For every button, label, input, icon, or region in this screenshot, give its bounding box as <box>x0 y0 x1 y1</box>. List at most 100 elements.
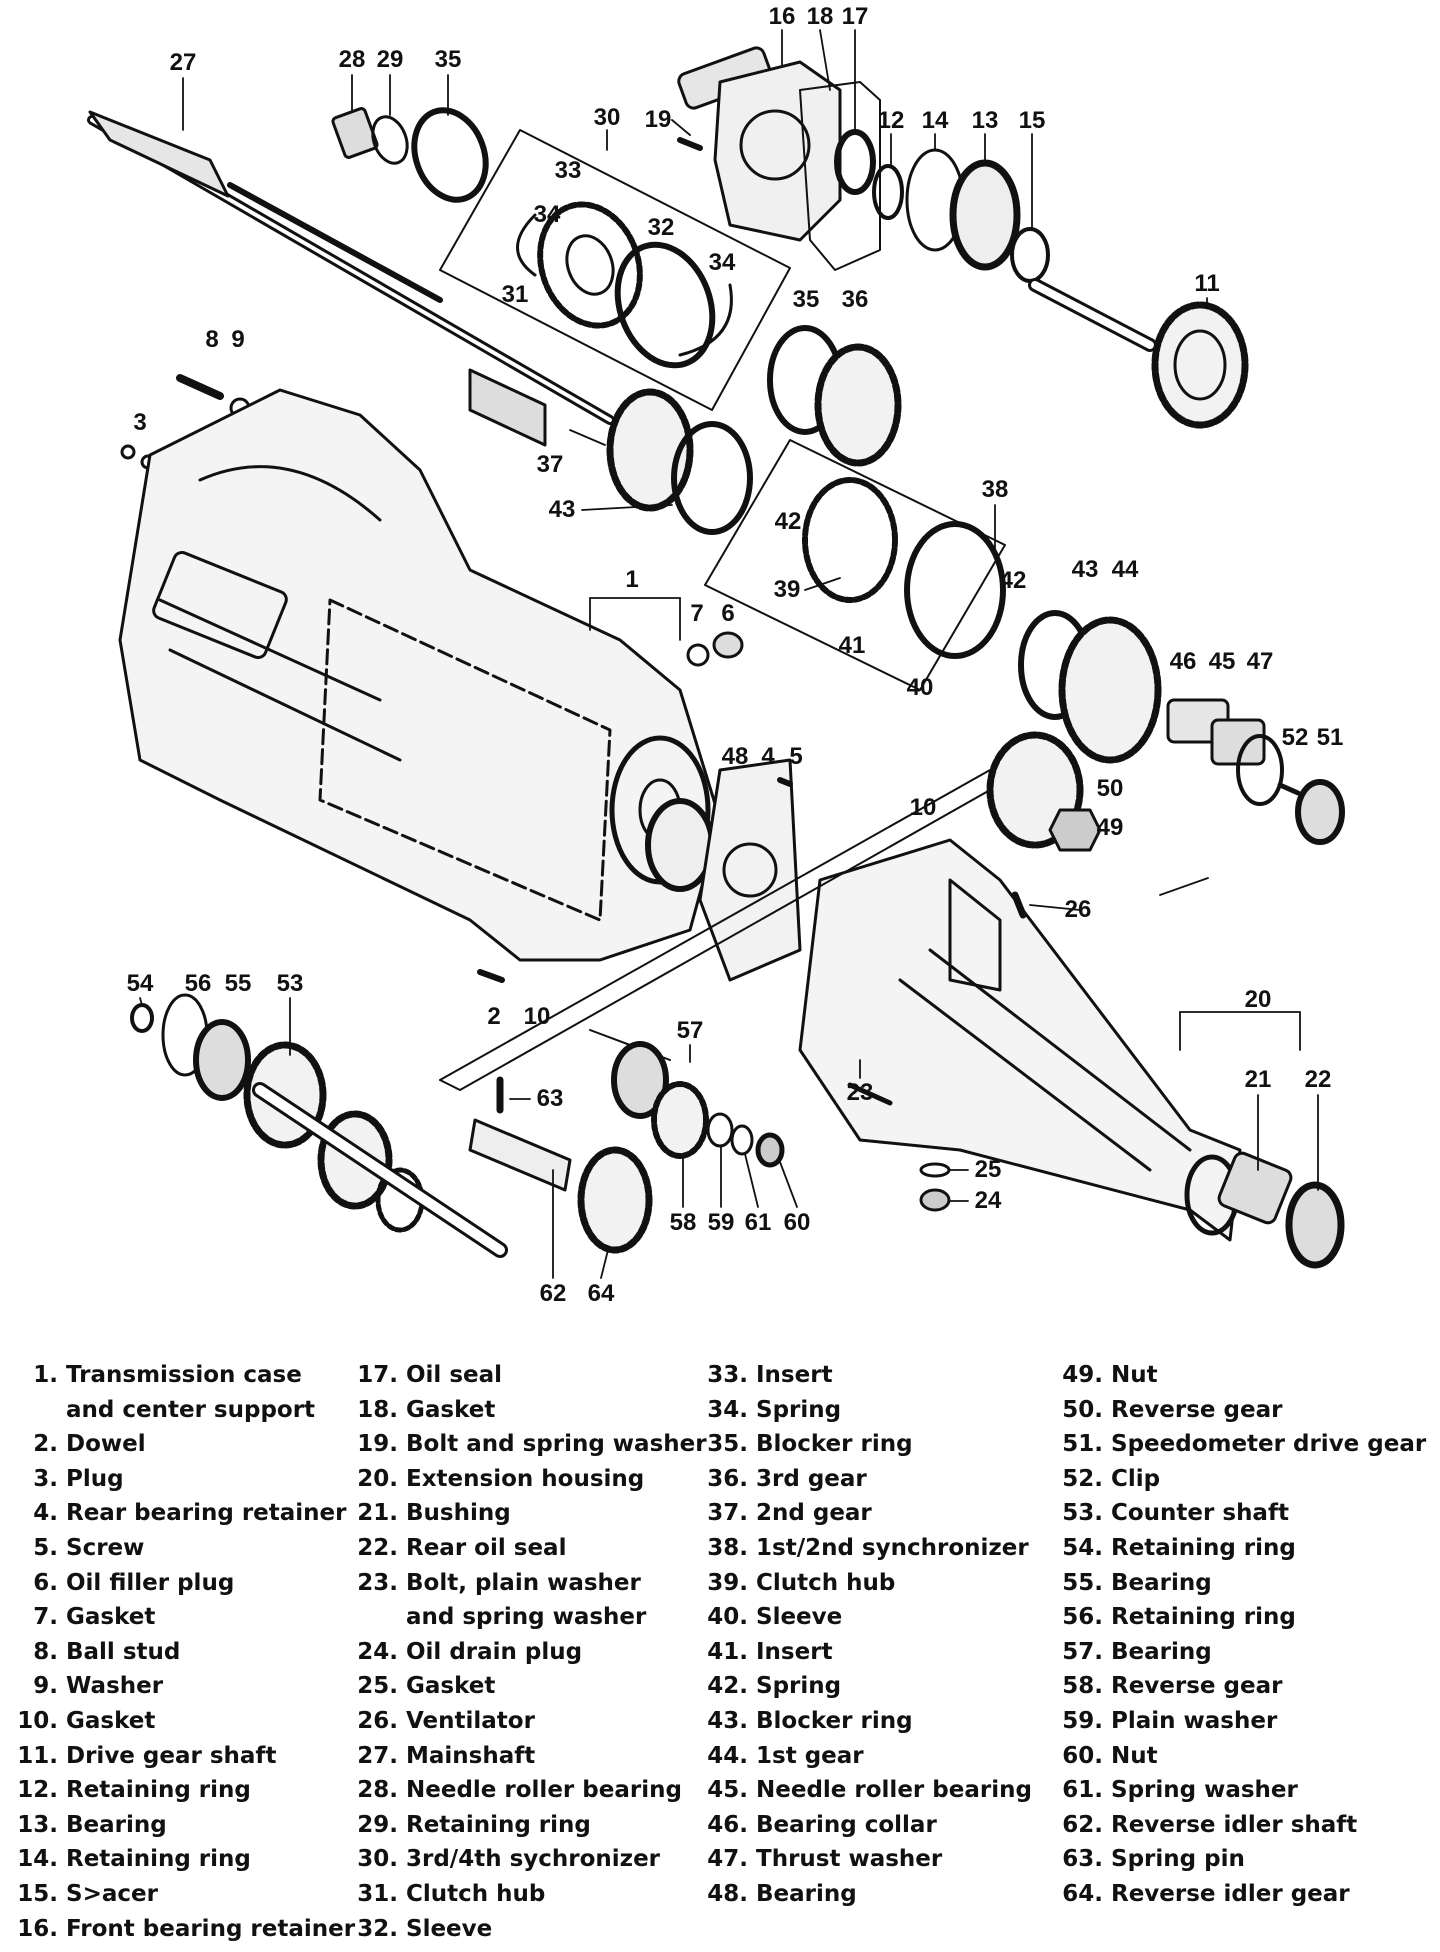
legend-item: 58.Reverse gear <box>1055 1673 1282 1699</box>
part-callout: 51 <box>1316 724 1344 751</box>
legend-item: 45.Needle roller bearing <box>700 1777 1032 1803</box>
legend-item: 20.Extension housing <box>350 1466 644 1492</box>
legend-item-number: 1. <box>33 1362 58 1388</box>
legend-item-label: Insert <box>756 1638 833 1665</box>
legend-item: 60.Nut <box>1055 1742 1158 1769</box>
legend-item: 3. Plug <box>10 1465 124 1492</box>
legend-item: 40.Sleeve <box>700 1604 842 1630</box>
legend-item-number: 33. <box>707 1362 748 1388</box>
legend-item-number: 64. <box>1062 1881 1103 1907</box>
legend-item-label: Nut <box>1111 1362 1158 1388</box>
part-callout: 54 <box>126 970 154 997</box>
legend-item-label: Gasket <box>406 1396 496 1423</box>
legend-item-number: 44. <box>707 1742 748 1769</box>
legend-item: 9.Washer <box>10 1673 163 1699</box>
part-callout: 50 <box>1096 775 1124 802</box>
legend-item-label: Rear oil seal <box>406 1535 567 1561</box>
legend-item-number: 42. <box>707 1673 748 1700</box>
legend-item: 31.Clutch hub <box>350 1881 545 1907</box>
front-bearing-retainer <box>677 46 842 242</box>
part-callout: 21 <box>1244 1066 1272 1093</box>
legend-item: 15.S>acer <box>10 1881 158 1907</box>
part-callout: 22 <box>1304 1066 1332 1093</box>
part-callout: 46 <box>1169 648 1197 675</box>
part-callout: 3 <box>133 409 147 436</box>
legend-item-number: 51. <box>1062 1431 1103 1458</box>
legend-item-label: Ventilator <box>406 1708 535 1734</box>
legend-item-label: Bearing collar <box>756 1811 937 1838</box>
legend-item: 16.Front bearing retainer <box>10 1916 355 1942</box>
legend-item-number: 46. <box>707 1811 748 1838</box>
legend-item-label: Bearing <box>1111 1638 1212 1665</box>
legend-item-label: 3rd gear <box>756 1465 867 1492</box>
legend-item: 8. Ball stud <box>10 1639 180 1665</box>
part-callout: 36 <box>841 286 869 313</box>
legend-item: 29. Retaining ring <box>350 1812 591 1838</box>
legend-item-number: 3. <box>33 1465 58 1492</box>
legend-item: 64.Reverse idler gear <box>1055 1881 1349 1907</box>
legend-item: 48.Bearing <box>700 1881 857 1907</box>
legend-item: 19.Bolt and spring washer <box>350 1431 707 1458</box>
legend-item-label: Bearing <box>756 1881 857 1907</box>
legend-item: 39.Clutch hub <box>700 1570 895 1596</box>
legend-item-label: Bushing <box>406 1500 511 1527</box>
legend-item-number: 49. <box>1062 1362 1103 1388</box>
legend-item-number: 43. <box>707 1708 748 1734</box>
part-callout: 39 <box>773 576 801 603</box>
part-callout: 25 <box>974 1156 1002 1183</box>
legend-item-label: Spring <box>756 1396 842 1423</box>
part-callout: 57 <box>676 1017 704 1044</box>
part-callout: 30 <box>593 104 621 131</box>
legend-item-number: 58. <box>1062 1673 1103 1700</box>
legend-item-number: 53. <box>1062 1500 1103 1527</box>
legend-item-number: 2. <box>33 1431 58 1458</box>
legend-item-number: 24. <box>357 1638 398 1665</box>
legend-item-label: Plug <box>66 1465 124 1492</box>
legend-item-number: 39. <box>707 1569 748 1596</box>
legend-item-label: Retaining ring <box>1111 1535 1296 1561</box>
legend-item: 37.2nd gear <box>700 1500 872 1526</box>
legend-item-number: 38. <box>707 1535 748 1561</box>
legend-item-number: 5. <box>33 1535 58 1561</box>
legend-item-number: 27. <box>357 1742 398 1769</box>
part-callout: 19 <box>644 106 672 133</box>
legend-item: 57.Bearing <box>1055 1638 1212 1665</box>
legend-item-label: 3rd/4th sychronizer <box>406 1846 661 1873</box>
legend-item-label: Bearing <box>66 1811 167 1838</box>
legend-item-label: Ball stud <box>66 1638 181 1665</box>
part-callout: 42 <box>999 567 1027 594</box>
part-callout: 10 <box>909 794 937 821</box>
legend-item: 59.Plain washer <box>1055 1708 1277 1734</box>
legend-item: 53.Counter shaft <box>1055 1500 1289 1526</box>
legend-item-number: 63. <box>1062 1846 1103 1873</box>
legend-item-number: 32. <box>357 1915 398 1942</box>
legend-item-number: 37. <box>707 1500 748 1527</box>
legend-item-number: 11. <box>17 1742 58 1769</box>
part-callout: 44 <box>1111 556 1139 583</box>
legend-item-number: 28. <box>357 1777 398 1804</box>
legend-item-label: Sleeve <box>756 1604 843 1631</box>
legend-item-label: Needle roller bearing <box>756 1777 1032 1804</box>
legend-item: 30. 3rd/4th sychronizer <box>350 1846 660 1872</box>
legend-item-label: 1st gear <box>756 1742 864 1769</box>
part-callout: 17 <box>841 3 869 30</box>
legend-item-label: Gasket <box>66 1604 156 1631</box>
legend-item: 52.Clip <box>1055 1466 1160 1492</box>
legend-item-number: 50. <box>1062 1396 1103 1423</box>
legend-item-label: Clip <box>1111 1465 1161 1492</box>
part-callout: 34 <box>708 249 736 276</box>
part-callout: 9 <box>231 326 245 353</box>
legend-item-label: Plain washer <box>1111 1708 1278 1734</box>
legend-item-label: Retaining ring <box>406 1811 591 1838</box>
legend-item-number: 29. <box>357 1811 398 1838</box>
legend-item: 34.Spring <box>700 1397 841 1423</box>
legend-item-label: Nut <box>1111 1742 1158 1769</box>
legend-item-label: Retaining ring <box>66 1777 251 1804</box>
legend-item-number: 20. <box>357 1465 398 1492</box>
legend-item-number: 30. <box>357 1846 398 1873</box>
part-callout: 29 <box>376 46 404 73</box>
part-callout: 15 <box>1018 107 1046 134</box>
legend-item-label: Bolt and spring washer <box>406 1431 707 1458</box>
legend-item-number: 8. <box>33 1638 58 1665</box>
